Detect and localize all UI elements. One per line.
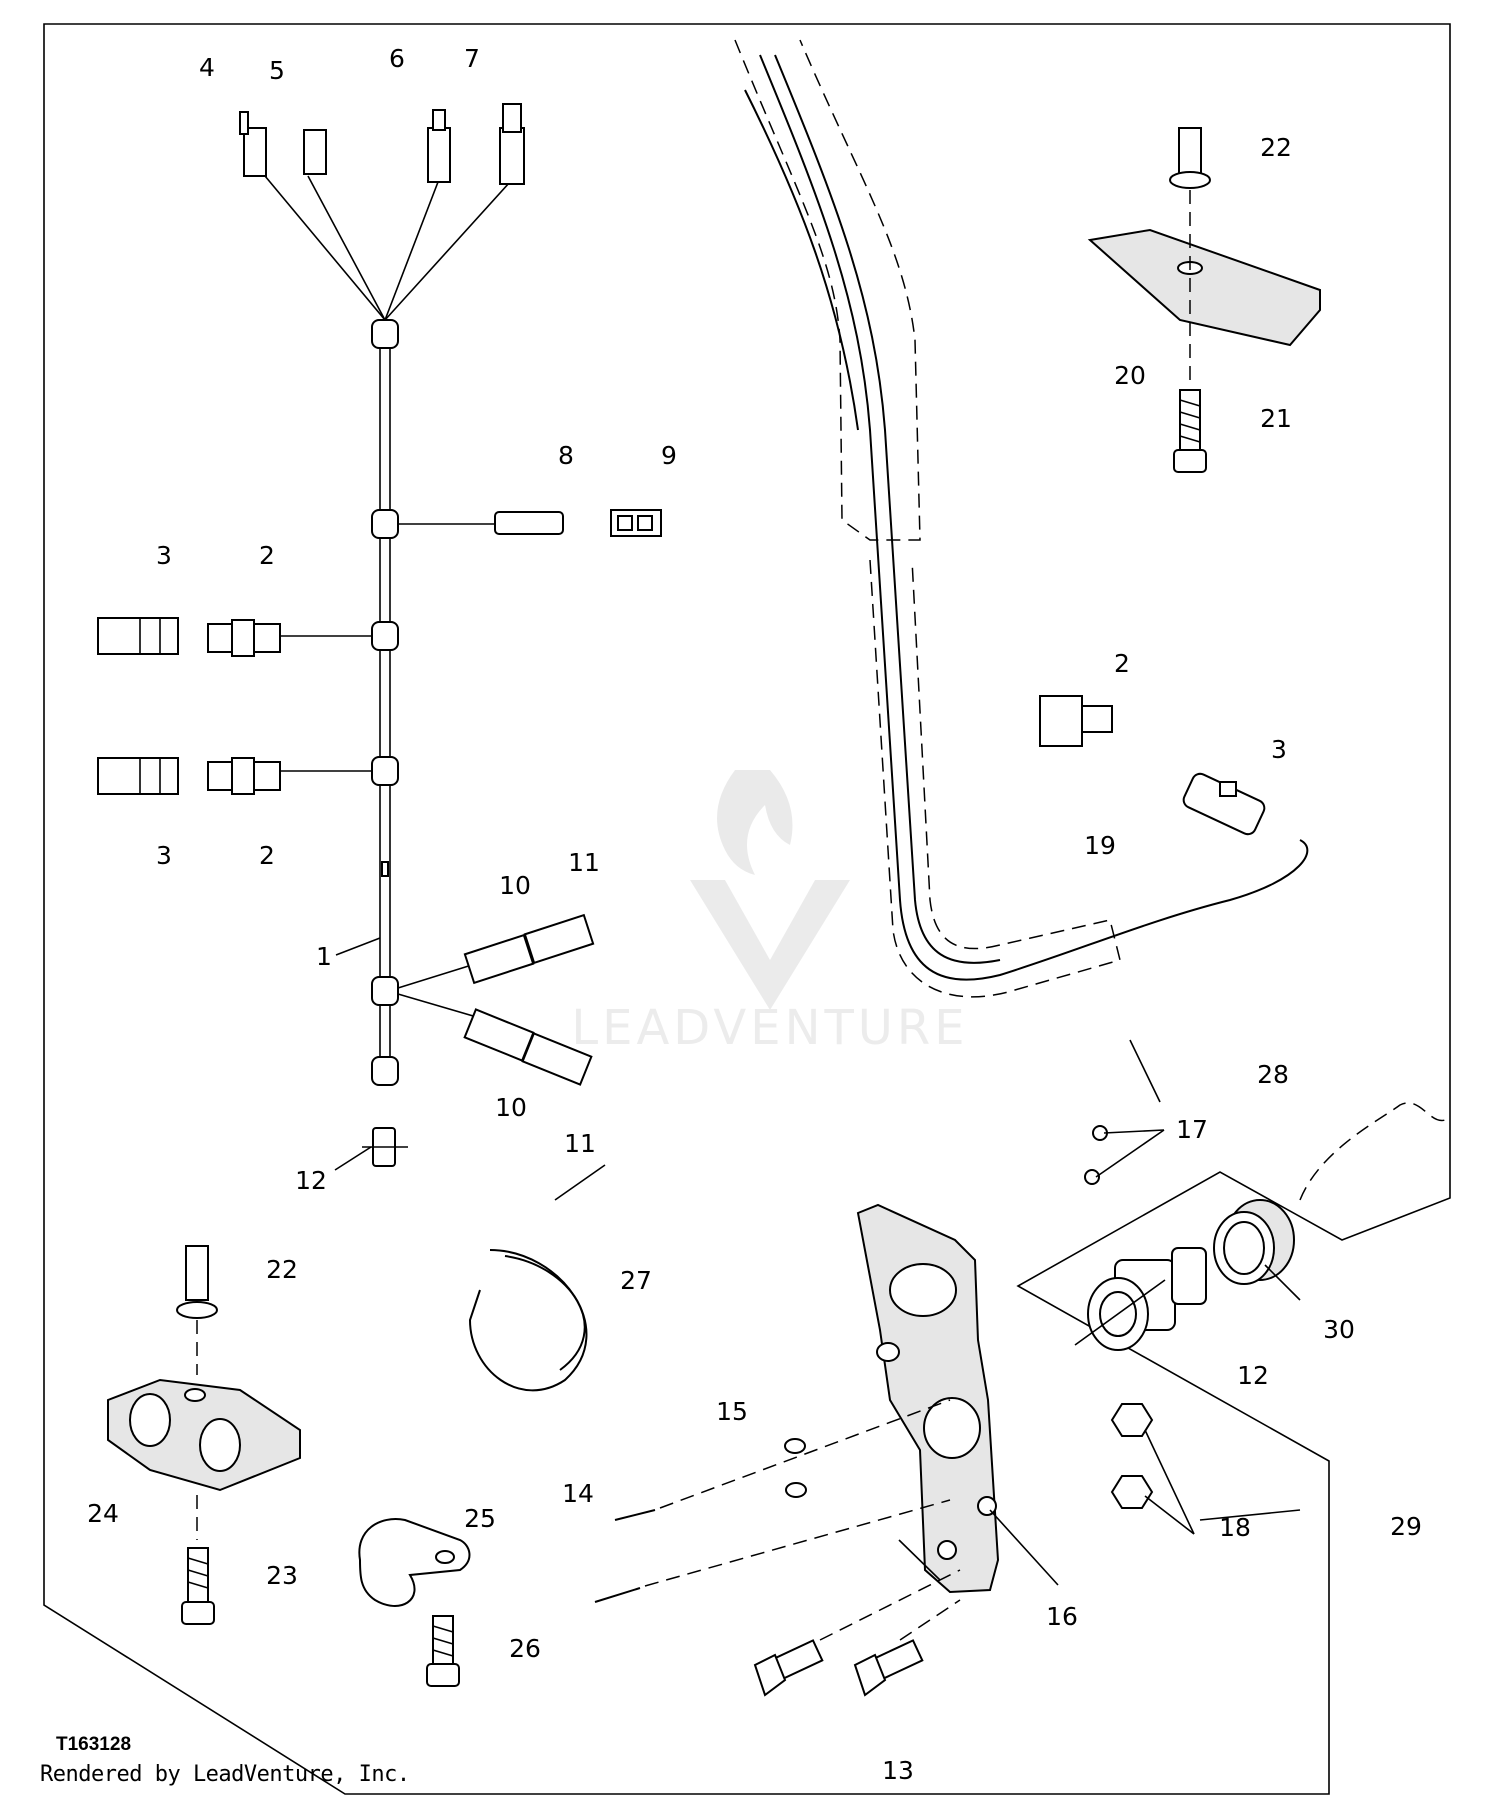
connector-5 — [303, 129, 327, 175]
callout-2: 2 — [259, 541, 275, 570]
diagram-border — [43, 23, 1451, 1795]
render-credit: Rendered by LeadVenture, Inc. — [40, 1762, 410, 1787]
callout-8: 8 — [558, 441, 574, 470]
callout-20: 20 — [1114, 361, 1146, 390]
washer-15 — [784, 1438, 807, 1498]
clamp-24 — [107, 1320, 301, 1540]
callout-4: 4 — [199, 53, 215, 82]
callout-15: 15 — [716, 1397, 748, 1426]
callout-3: 3 — [1271, 735, 1287, 764]
callout-24: 24 — [87, 1499, 119, 1528]
figure-id: T163128 — [56, 1734, 132, 1755]
connector-8 — [494, 511, 564, 535]
nut-17 — [1084, 1125, 1108, 1185]
strap-27 — [468, 1249, 588, 1392]
callout-5: 5 — [269, 56, 285, 85]
callout-12: 12 — [1237, 1361, 1269, 1390]
screw-23 — [181, 1547, 215, 1625]
connector-9 — [610, 509, 662, 537]
connector-2-cable — [1039, 695, 1113, 747]
callout-7: 7 — [464, 44, 480, 73]
callout-14: 14 — [562, 1479, 594, 1508]
wiring-harness — [264, 175, 511, 1086]
callout-29: 29 — [1390, 1512, 1422, 1541]
callout-25: 25 — [464, 1504, 496, 1533]
callout-10: 10 — [495, 1093, 527, 1122]
callout-3: 3 — [156, 841, 172, 870]
callout-21: 21 — [1260, 404, 1292, 433]
callout-11: 11 — [564, 1129, 596, 1158]
watermark-text: LEADVENTURE — [571, 1000, 969, 1056]
plate-16 — [856, 1203, 1000, 1594]
cap-30 — [1213, 1199, 1295, 1285]
callout-2: 2 — [259, 841, 275, 870]
callout-28: 28 — [1257, 1060, 1289, 1089]
callout-13: 13 — [882, 1756, 914, 1785]
callout-2: 2 — [1114, 649, 1130, 678]
callout-9: 9 — [661, 441, 677, 470]
connector-pair-upper — [97, 617, 281, 657]
nut-18 — [1110, 1403, 1154, 1509]
watermark-logo-icon — [690, 770, 850, 1010]
connector-pair-lower — [97, 757, 281, 795]
callout-18: 18 — [1219, 1513, 1251, 1542]
band-12 — [362, 1127, 408, 1167]
bolt-13 — [753, 1569, 961, 1697]
callout-3: 3 — [156, 541, 172, 570]
screw-26 — [426, 1615, 460, 1687]
receptacle-12 — [1087, 1247, 1207, 1351]
connector-10-11-upper — [463, 913, 595, 985]
callout-6: 6 — [389, 44, 405, 73]
callout-1: 1 — [316, 942, 332, 971]
connector-6 — [427, 109, 451, 183]
connector-7 — [499, 103, 525, 185]
callout-16: 16 — [1046, 1602, 1078, 1631]
callout-17: 17 — [1176, 1115, 1208, 1144]
connector-10-11-lower — [463, 1008, 593, 1086]
callout-22: 22 — [266, 1255, 298, 1284]
leader-lines — [334, 937, 1301, 1586]
callout-23: 23 — [266, 1561, 298, 1590]
bolt-22-left — [176, 1245, 218, 1319]
screw-21 — [1173, 389, 1207, 473]
connector-4 — [239, 111, 267, 177]
cable-19 — [734, 39, 1309, 998]
callout-30: 30 — [1323, 1315, 1355, 1344]
callout-27: 27 — [620, 1266, 652, 1295]
callout-labels: 1 2 2 2 3 3 3 4 5 6 7 8 9 10 10 11 11 12… — [87, 44, 1422, 1785]
clip-25 — [358, 1518, 471, 1607]
bracket-20 — [1087, 228, 1321, 347]
callout-19: 19 — [1084, 831, 1116, 860]
screw-14 — [594, 1399, 951, 1603]
callout-26: 26 — [509, 1634, 541, 1663]
callout-11: 11 — [568, 848, 600, 877]
bolt-22-top — [1169, 127, 1211, 380]
chain-28 — [1299, 1102, 1446, 1201]
callout-10: 10 — [499, 871, 531, 900]
callout-12: 12 — [295, 1166, 327, 1195]
callout-22: 22 — [1260, 133, 1292, 162]
